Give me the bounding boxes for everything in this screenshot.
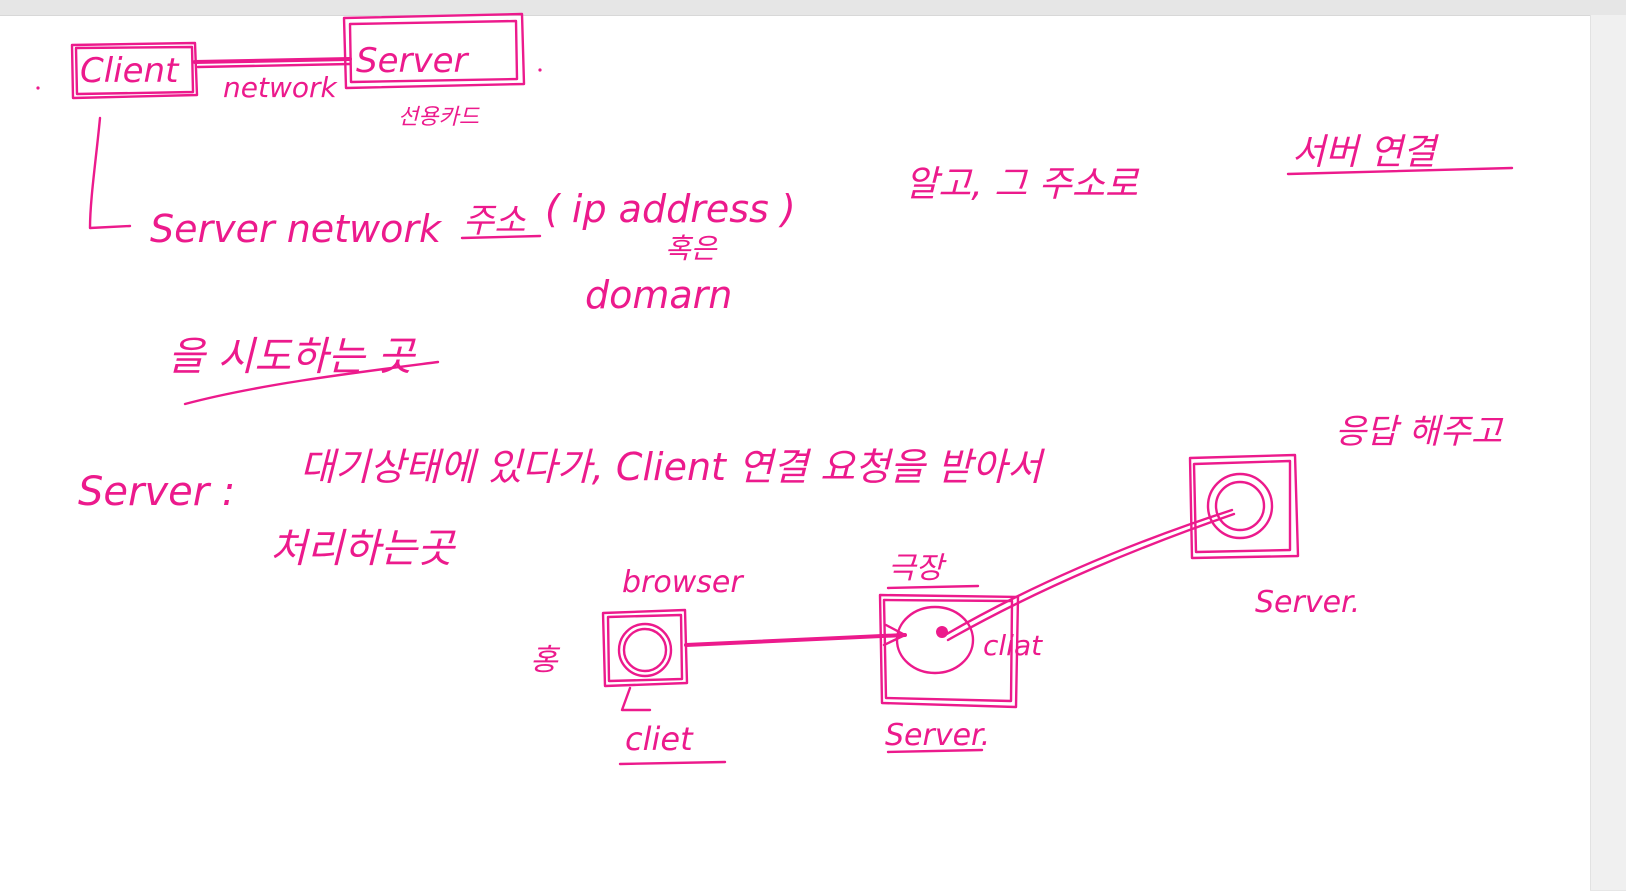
client-stand [620,686,652,712]
line1-text-1: Server network [150,207,443,251]
network-label: network [223,71,338,104]
right-box-outline-2 [1192,459,1292,554]
network-link-line-2 [196,62,352,69]
line2-text: 을 시도하는 곳 [168,334,416,380]
bracket-line [88,116,132,230]
middle-center-dot [936,626,948,638]
server-line-text: 대기상태에 있다가, Client 연결 요청을 받아서 [300,445,1046,489]
client-computer-icon [601,608,689,712]
right-label: Server. [1255,585,1360,620]
right-server-icon [1188,453,1300,560]
server-line-end: 처리하는곳 [270,526,456,572]
client-screen-circle-2 [622,627,668,673]
server-box-outline [342,12,526,90]
middle-inner-label: cliat [983,629,1043,662]
server-box: Server [342,12,526,90]
right-box-outline [1188,453,1300,560]
client-screen-frame-2 [606,613,684,683]
middle-circle [895,605,975,675]
client-label-underline [618,760,727,766]
client-box: Client [70,41,199,100]
middle-top-underline [886,584,980,590]
link-middle-to-right-2 [946,512,1236,642]
line1-address-word: 주소 [463,201,526,241]
vertical-scrollbar[interactable] [1590,15,1626,890]
address-underline [460,234,542,240]
middle-bottom-label: Server. [885,718,990,753]
client-box-outline [70,41,199,100]
domain-label: domarn [585,273,732,317]
line1-connect: 서버 연결 [1292,132,1440,173]
line1-ip: ( ip address ) [545,187,796,231]
or-label: 혹은 [665,232,718,265]
ink-dot [36,86,40,90]
server-box-outline-2 [348,19,519,84]
server-line-label: Server : [78,469,235,515]
middle-top-label: 극장 [888,551,948,586]
browser-label: browser [622,565,744,600]
middle-box-outline-2 [882,598,1014,703]
middle-bottom-underline [886,748,984,754]
line2-underline [183,360,440,406]
server-line-right: 응답 해주고 [1335,412,1504,452]
client-box-label: Client [80,51,180,91]
connect-underline [1286,166,1514,176]
whiteboard-canvas[interactable] [0,15,1590,891]
client-screen-circle [617,622,673,678]
link-middle-to-right [943,508,1234,637]
arrow-head-1 [882,623,907,647]
arrow-client-to-server [684,633,907,647]
middle-box-outline [878,593,1020,709]
right-circle [1206,472,1274,540]
ink-dot [538,68,542,72]
client-label: cliet [625,720,694,758]
server-box-label: Server [356,41,470,81]
right-circle-2 [1214,480,1266,532]
client-box-outline-2 [74,45,195,96]
server-sub-label: 선용카드 [398,105,480,130]
network-link-line [193,57,352,64]
home-label: 홍 [530,643,561,678]
middle-server-icon [878,593,1020,709]
client-screen-frame [601,608,689,688]
line1-text-2: 알고, 그 주소로 [905,164,1140,205]
